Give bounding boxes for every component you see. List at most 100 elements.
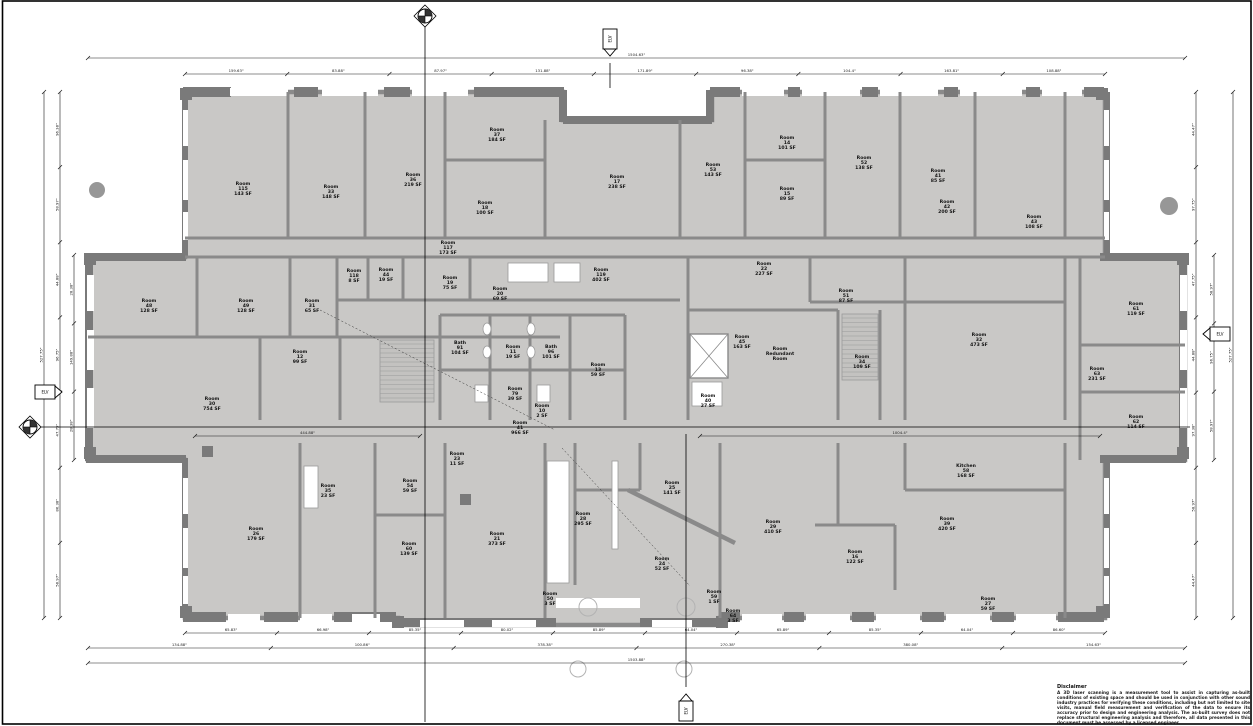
dimension-label: 527.75" [1228, 347, 1233, 362]
building-outline [85, 89, 1188, 628]
dimension-label: 80.02" [501, 627, 514, 632]
disclaimer-title: Disclaimer [1057, 684, 1087, 690]
toilet-fixture [526, 322, 536, 336]
dimension-label: 1004.4" [892, 430, 907, 435]
dimension-label: 100.86" [355, 642, 370, 647]
dimension-label: 47.75" [55, 424, 60, 437]
dimension-label: 44.47" [1191, 574, 1196, 587]
stair-run [841, 313, 879, 381]
dimension-label: 97.38" [1191, 424, 1196, 437]
elevation-marker: ELV [1202, 326, 1231, 342]
dimension-label: 96.38" [741, 68, 754, 73]
dimension-label: 444.88" [300, 430, 315, 435]
stair-run [379, 339, 435, 403]
elevator-shaft [689, 333, 729, 379]
dimension-label: 154.63" [1086, 642, 1101, 647]
dimension-label: 159.63" [229, 68, 244, 73]
dimension-label: 96.75" [1209, 351, 1214, 364]
column-marker [569, 660, 587, 678]
dimension-label: 108.88" [1046, 68, 1061, 73]
interior-walls [88, 92, 1185, 618]
dimension-label: 163.81" [944, 68, 959, 73]
window-openings [87, 88, 1187, 627]
dimension-label: 134.88" [172, 642, 187, 647]
dimension-label: 65.89" [777, 627, 790, 632]
column-marker [675, 660, 693, 678]
elevation-marker-label: ELV [1216, 331, 1223, 336]
dimension-label: 58.97" [1191, 499, 1196, 512]
elevation-marker: ELV [602, 28, 618, 57]
dimension-label: 87.97" [434, 68, 447, 73]
fixture [536, 384, 551, 403]
dimension-label: 64.04" [961, 627, 974, 632]
disclaimer-block: Disclaimer A 3D laser scanning is a meas… [1057, 684, 1250, 725]
column-filled [89, 182, 105, 198]
dimension-label: 58.97" [55, 574, 60, 587]
fixture [546, 460, 570, 584]
elevation-marker-label: ELV [41, 389, 48, 394]
dimension-label: 527.75" [39, 347, 44, 362]
fixture [474, 384, 489, 403]
fixture [691, 381, 723, 407]
toilet-fixture [482, 322, 492, 336]
dimension-label: 66.98" [317, 627, 330, 632]
column-marker [578, 597, 598, 617]
section-lines [41, 27, 1190, 722]
dimension-label: 131.88" [535, 68, 550, 73]
dimension-label: 96.75" [55, 348, 60, 361]
dimension-label: 47.75" [1191, 273, 1196, 286]
dimension-label: 28.38" [69, 283, 74, 296]
dimension-label: 83.88" [332, 68, 345, 73]
dimension-label: 270.38" [720, 642, 735, 647]
section-bubble [18, 415, 42, 439]
dimension-label: 1503.88" [628, 657, 646, 662]
dimension-label: 86.60" [1053, 627, 1066, 632]
fixture [303, 465, 319, 509]
elevation-marker-label: ELV [683, 707, 688, 714]
fixtures [303, 262, 879, 587]
elevation-marker: ELV [678, 693, 694, 722]
dimension-label: 96.38" [55, 123, 60, 136]
column-filled [1160, 197, 1178, 215]
dimension-lines: 1504.63"159.63"83.88"87.97"131.88"171.89… [39, 52, 1236, 666]
disclaimer-body: A 3D laser scanning is a measurement too… [1057, 690, 1250, 725]
